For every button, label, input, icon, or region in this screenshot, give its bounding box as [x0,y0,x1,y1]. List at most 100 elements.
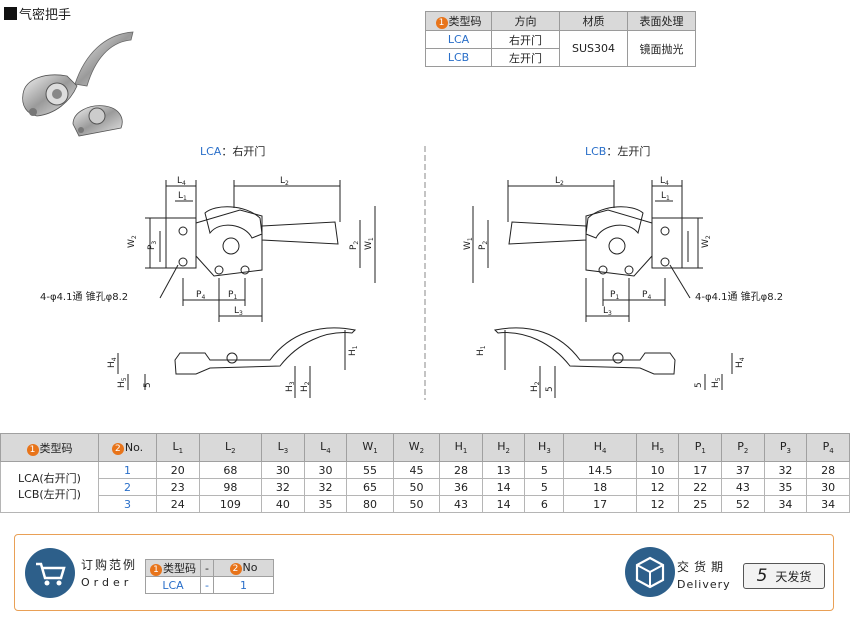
spec-direction: 左开门 [491,48,560,67]
dim-label: W2 [701,235,712,248]
dim-value: 50 [392,478,441,496]
cart-icon [25,548,75,598]
header-dim: W1 [346,433,394,462]
dim-value: 23 [156,478,200,496]
header-dim: W2 [392,433,441,462]
dim-value: 35 [763,478,808,496]
spec-surface: 镜面抛光 [627,30,696,67]
row-type-codes: LCA(右开门)LCB(左开门) [0,461,99,513]
dim-value: 32 [763,461,808,479]
dim-value: 43 [721,478,765,496]
dim-label: H4 [735,357,746,368]
dim-value: 30 [806,478,850,496]
badge-one-icon: 1 [26,443,39,456]
dim-label: W1 [463,237,474,250]
dim-value: 80 [346,495,394,513]
spec-header-direction: 方向 [491,11,560,31]
dim-label: L3 [234,306,243,317]
dim-value: 28 [439,461,483,479]
spec-code: LCB [425,48,492,67]
dim-value: 10 [635,461,680,479]
dim-value: 30 [261,461,305,479]
dim-value: 65 [346,478,394,496]
dim-label: H2 [300,381,311,392]
dim-value: 28 [806,461,850,479]
spec-direction: 右开门 [491,30,560,49]
dim-value: 6 [524,495,565,513]
order-label: 订购范例 Order [81,558,138,589]
dim-value: 30 [303,461,348,479]
lcb-dim-five: 5 [545,386,555,392]
page-title-text: 气密把手 [19,8,72,23]
lcb-hole-note: 4-φ4.1通 锥孔φ8.2 [695,291,783,303]
dim-value: 34 [763,495,808,513]
dim-label: P4 [196,290,205,301]
header-dim: L2 [198,433,263,462]
dim-value: 52 [721,495,765,513]
dim-value: 32 [261,478,305,496]
badge-one-icon: 1 [150,564,162,576]
lca-caption: LCA：右开门 [200,145,266,158]
dim-value: 43 [439,495,483,513]
dim-label: H5 [711,377,722,388]
header-dim: H5 [635,433,680,462]
dim-value: 32 [303,478,348,496]
dim-value: 34 [806,495,850,513]
dim-value: 18 [563,478,637,496]
lcb-dim-h5-five: 5 [694,382,704,388]
header-dim: P2 [721,433,765,462]
dim-label: P1 [228,290,237,301]
dim-label: L3 [603,306,612,317]
dim-value: 13 [481,461,526,479]
spec-code: LCA [425,30,492,49]
dim-value: 50 [392,495,441,513]
dim-label: L2 [280,176,289,187]
dim-value: 22 [678,478,723,496]
dim-label: H1 [348,345,359,356]
delivery-label: 交货期 Delivery [677,560,731,591]
dim-label: P1 [610,290,619,301]
delivery-days-number: 5 [756,566,768,586]
dim-value: 5 [524,461,565,479]
spec-row: LCA 右开门 SUS304 镜面抛光 [425,30,696,67]
dim-label: H5 [117,377,128,388]
dim-label: H2 [530,381,541,392]
dim-value: 35 [303,495,348,513]
spec-material: SUS304 [559,30,628,67]
dim-value: 24 [156,495,200,513]
badge-two-icon: 2 [229,563,242,575]
dim-label: P2 [478,241,489,250]
dim-value: 17 [678,461,723,479]
technical-drawing: L4 L1 L2 W2 P3 P2 W1 P4 P1 L3 H4 H5 H3 H… [40,146,783,400]
dim-label: L2 [555,176,564,187]
dim-value: 14 [481,478,526,496]
dim-label: P4 [642,290,651,301]
row-no: 2 [98,478,157,496]
dim-value: 17 [563,495,637,513]
header-dim: L3 [261,433,305,462]
dim-label: H1 [476,345,487,356]
header-dim: P1 [678,433,723,462]
dim-value: 14 [481,495,526,513]
header-dim: H3 [524,433,565,462]
dim-value: 37 [721,461,765,479]
dim-value: 98 [198,478,263,496]
order-example-code: LCA [145,576,201,594]
row-no: 1 [98,461,157,479]
dim-label: L4 [660,176,669,187]
dim-label: L1 [661,191,670,202]
dim-label: W1 [364,237,375,250]
title-square-icon [4,7,17,20]
delivery-days-unit: 天发货 [775,569,812,584]
header-dim: P3 [763,433,808,462]
header-dim: L4 [303,433,348,462]
header-dim: H4 [563,433,637,462]
spec-header-material: 材质 [559,11,628,31]
lca-dim-five: 5 [143,382,153,388]
